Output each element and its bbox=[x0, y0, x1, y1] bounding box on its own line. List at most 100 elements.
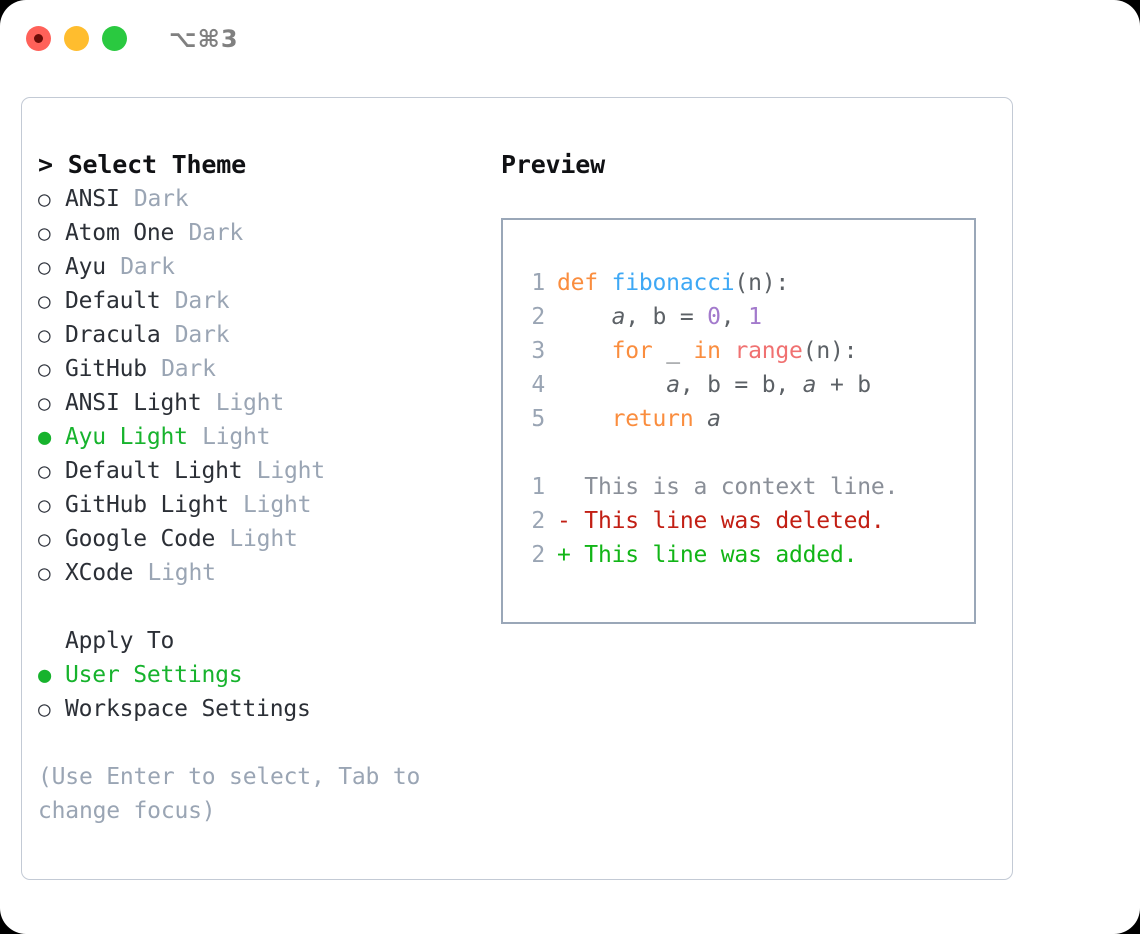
keyboard-hint-text: (Use Enter to select, Tab to change focu… bbox=[38, 764, 434, 824]
theme-option-label: Default Light bbox=[65, 458, 243, 484]
code-token-pl bbox=[557, 304, 612, 330]
code-diff-gap bbox=[517, 436, 974, 470]
code-token-var: a bbox=[611, 304, 626, 330]
code-token-kw: in bbox=[693, 338, 721, 364]
theme-option-variant: Light bbox=[215, 390, 284, 416]
code-token-pl: + b bbox=[816, 372, 871, 398]
diff-text: This is a context line. bbox=[584, 474, 899, 500]
code-token-pl: (n): bbox=[734, 270, 790, 296]
theme-option-variant: Dark bbox=[188, 220, 244, 246]
keyboard-shortcut-label: ⌥⌘3 bbox=[169, 24, 239, 53]
code-line: 3 for _ in range(n): bbox=[517, 334, 974, 368]
theme-option-label: GitHub Light bbox=[65, 492, 229, 518]
select-theme-heading: > Select Theme bbox=[38, 150, 246, 179]
apply-to-option-label: User Settings bbox=[65, 662, 243, 688]
apply-to-option-list: ●User Settings ○ Workspace Settings bbox=[38, 658, 478, 726]
code-token-pl bbox=[693, 406, 707, 432]
code-line-number: 1 bbox=[531, 270, 545, 296]
minimize-button-icon[interactable] bbox=[64, 26, 89, 51]
code-line-number: 5 bbox=[531, 406, 545, 432]
theme-option-ayu-light[interactable]: ● Ayu Light Light bbox=[38, 420, 478, 454]
code-line-number: 2 bbox=[531, 304, 545, 330]
diff-line-deleted: 2- This line was deleted. bbox=[517, 504, 974, 538]
code-token-pl bbox=[721, 338, 735, 364]
theme-option-variant: Light bbox=[147, 560, 216, 586]
code-line-content: def fibonacci(n): bbox=[545, 266, 789, 300]
radio-unselected-icon: ○ bbox=[38, 697, 51, 721]
code-token-pl bbox=[557, 372, 666, 398]
diff-line-content: - This line was deleted. bbox=[545, 504, 885, 538]
code-token-kw: def bbox=[557, 270, 612, 296]
theme-option-dracula[interactable]: ○ Dracula Dark bbox=[38, 318, 478, 352]
theme-option-variant: Dark bbox=[120, 254, 175, 280]
theme-option-variant: Dark bbox=[161, 356, 216, 382]
theme-option-label: Dracula bbox=[65, 322, 161, 348]
radio-unselected-icon: ○ bbox=[38, 561, 51, 585]
diff-sign: + bbox=[557, 542, 585, 568]
code-line-content: a, b = 0, 1 bbox=[545, 300, 762, 334]
code-token-bi: range bbox=[734, 338, 803, 364]
code-token-pl bbox=[557, 406, 612, 432]
code-token-kw: for bbox=[611, 338, 653, 364]
code-token-fn: fibonacci bbox=[611, 270, 735, 296]
apply-to-option-label: Workspace Settings bbox=[65, 696, 311, 722]
apply-to-option-workspace-settings[interactable]: ○ Workspace Settings bbox=[38, 692, 478, 726]
diff-line-number: 2 bbox=[531, 508, 545, 534]
radio-unselected-icon: ○ bbox=[38, 289, 51, 313]
theme-option-variant: Light bbox=[229, 526, 298, 552]
theme-option-variant: Light bbox=[256, 458, 325, 484]
theme-option-label: Ayu bbox=[65, 254, 106, 280]
code-token-pl: , b = b, bbox=[679, 372, 803, 398]
theme-option-label: Google Code bbox=[65, 526, 216, 552]
code-line: 2 a, b = 0, 1 bbox=[517, 300, 974, 334]
diff-line-list: 1 This is a context line. 2- This line wa… bbox=[517, 470, 974, 572]
theme-option-variant: Light bbox=[202, 424, 271, 450]
maximize-button-icon[interactable] bbox=[102, 26, 127, 51]
code-token-kw: return bbox=[611, 406, 694, 432]
diff-line-number: 2 bbox=[531, 542, 545, 568]
code-token-pl: , bbox=[720, 304, 749, 330]
theme-option-variant: Dark bbox=[133, 186, 189, 212]
theme-option-label: Ayu Light bbox=[65, 424, 188, 450]
theme-option-variant: Dark bbox=[174, 322, 230, 348]
diff-line-number: 1 bbox=[531, 474, 545, 500]
code-token-num: 1 bbox=[748, 304, 762, 330]
code-line: 4 a, b = b, a + b bbox=[517, 368, 974, 402]
section-gap bbox=[38, 590, 478, 624]
theme-option-label: Default bbox=[65, 288, 161, 314]
code-token-var: a bbox=[707, 406, 721, 432]
radio-unselected-icon: ○ bbox=[38, 323, 51, 347]
preview-heading: Preview bbox=[501, 150, 605, 179]
diff-line-content: This is a context line. bbox=[545, 470, 898, 504]
diff-text: This line was deleted. bbox=[584, 508, 885, 534]
apply-to-heading: Apply To bbox=[65, 628, 175, 654]
close-button-icon[interactable] bbox=[26, 26, 51, 51]
code-line: 5 return a bbox=[517, 402, 974, 436]
traffic-lights bbox=[26, 26, 127, 51]
diff-sign: - bbox=[557, 508, 585, 534]
theme-option-variant: Light bbox=[243, 492, 312, 518]
radio-selected-icon: ● bbox=[38, 425, 52, 450]
code-token-pl: _ bbox=[652, 338, 694, 364]
theme-option-label: ANSI Light bbox=[65, 390, 202, 416]
apply-to-option-user-settings[interactable]: ●User Settings bbox=[38, 658, 478, 692]
code-token-pl bbox=[557, 338, 612, 364]
